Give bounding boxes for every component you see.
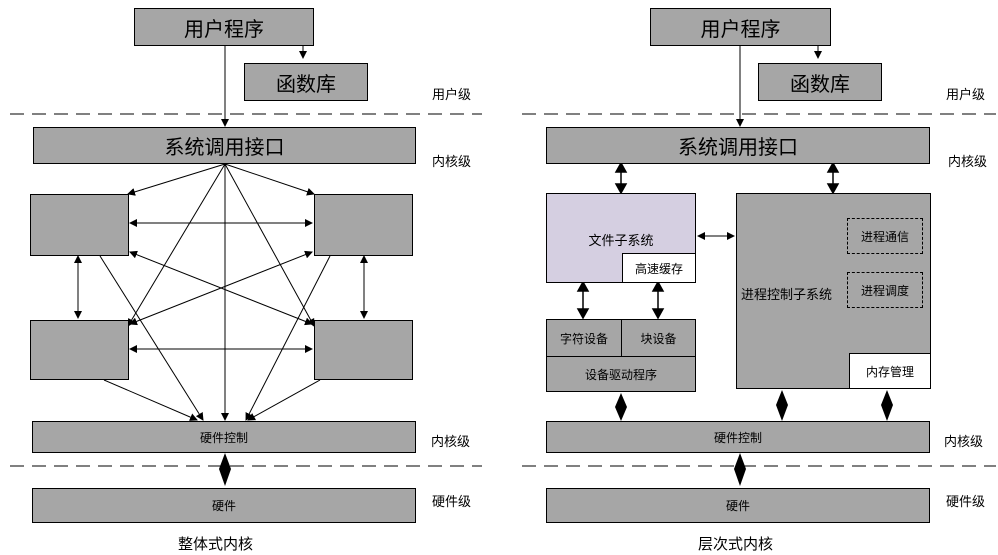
left-module-top-right (314, 194, 413, 256)
right-caption: 层次式内核 (698, 535, 774, 553)
right-block-device-box: 块设备 (621, 319, 696, 357)
left-arrow-bl-to-hw (103, 379, 198, 421)
left-caption: 整体式内核 (178, 535, 254, 553)
left-hardware-box: 硬件 (32, 488, 416, 523)
right-ipc-box: 进程通信 (847, 218, 923, 254)
left-arrow-br-to-hw (247, 379, 321, 421)
left-arrow-syscall-to-bl (127, 163, 226, 327)
right-diamond-hwctl-hw (734, 453, 746, 486)
right-hardware-box: 硬件 (546, 488, 930, 523)
right-file-subsystem-box: 文件子系统 (546, 193, 696, 283)
right-library-box: 函数库 (758, 63, 882, 101)
right-memory-mgmt-box: 内存管理 (849, 353, 931, 389)
right-char-device-box: 字符设备 (546, 319, 622, 357)
right-hw-control-box: 硬件控制 (546, 421, 930, 453)
left-level-hw-label: 硬件级 (432, 495, 472, 510)
left-hw-control-box: 硬件控制 (32, 421, 416, 453)
right-level-kernel-label-1: 内核级 (948, 155, 988, 170)
right-scheduler-box: 进程调度 (847, 272, 923, 308)
left-user-program-box: 用户程序 (134, 8, 314, 46)
right-syscall-box: 系统调用接口 (546, 127, 930, 164)
left-arrow-tr-to-hw (245, 255, 331, 421)
right-level-kernel-label-2: 内核级 (944, 435, 984, 450)
left-module-top-left (30, 194, 129, 256)
left-level-kernel-label-2: 内核级 (431, 435, 471, 450)
left-syscall-box: 系统调用接口 (33, 127, 416, 164)
right-level-user-label: 用户级 (946, 88, 986, 103)
left-arrow-syscall-to-br (224, 163, 315, 327)
left-module-bottom-right (314, 320, 413, 380)
left-module-bottom-left (30, 320, 129, 380)
right-user-program-box: 用户程序 (650, 8, 831, 46)
left-level-kernel-label-1: 内核级 (432, 155, 472, 170)
right-diamond-pc-hw-1 (776, 390, 788, 421)
right-level-hw-label: 硬件级 (946, 495, 986, 510)
right-cache-box: 高速缓存 (622, 253, 696, 283)
left-arrow-syscall-to-tl (127, 163, 226, 196)
right-device-driver-box: 设备驱动程序 (546, 356, 696, 392)
left-level-user-label: 用户级 (432, 88, 472, 103)
right-diamond-pc-hw-2 (881, 390, 893, 421)
left-arrow-tl-to-hw (99, 255, 204, 421)
left-arrow-syscall-to-tr (224, 163, 315, 196)
left-library-box: 函数库 (244, 63, 368, 101)
right-diamond-driver-hw (615, 393, 627, 421)
left-arrow-tr-bl (129, 250, 313, 326)
left-diamond-hwctl-hw (219, 453, 231, 486)
